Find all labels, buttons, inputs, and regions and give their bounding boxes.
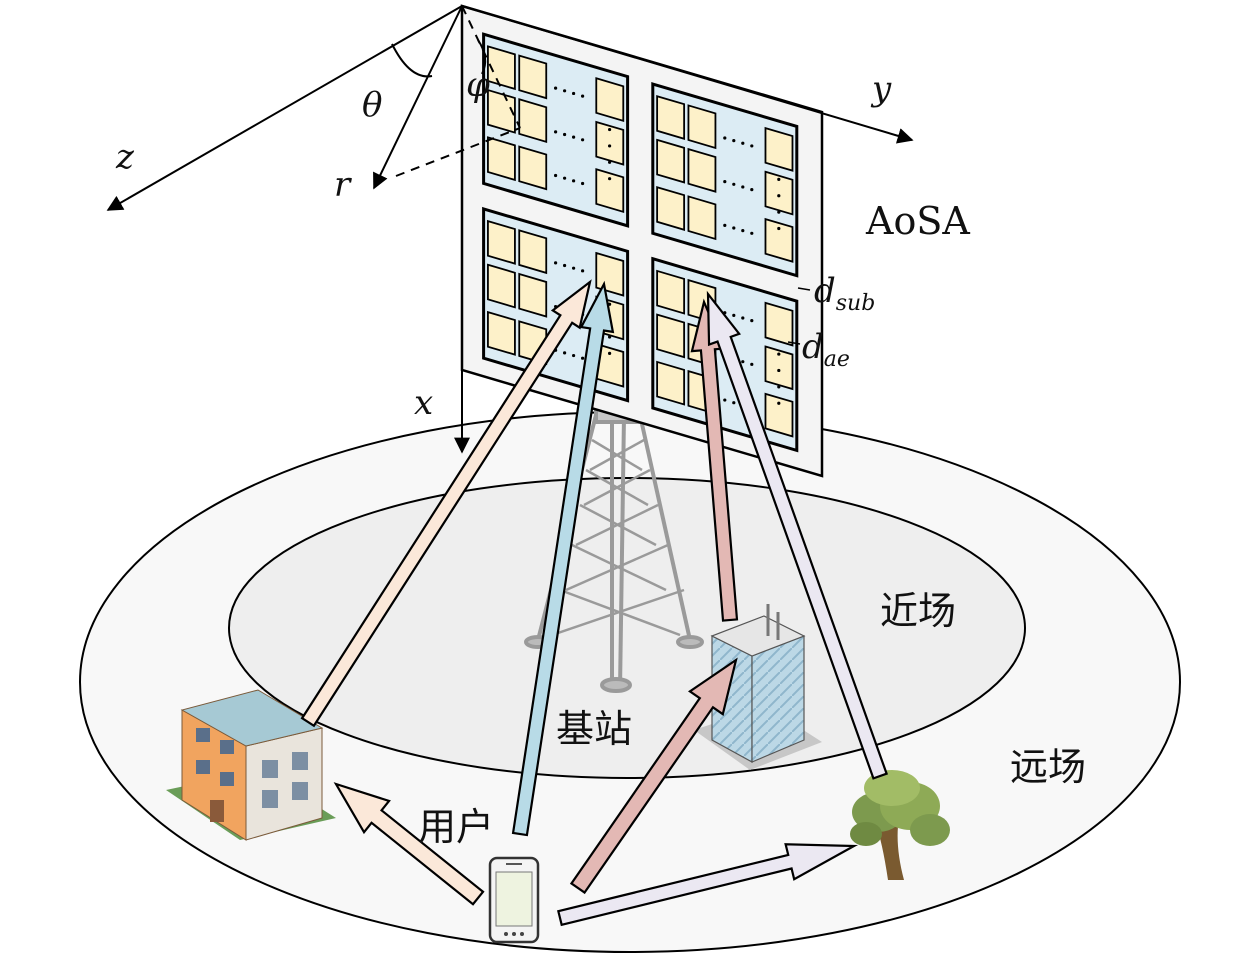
antenna-element — [764, 217, 794, 263]
subarray — [482, 206, 630, 403]
signal-paths — [300, 279, 888, 927]
antenna-element — [687, 147, 717, 193]
theta-label: θ — [362, 85, 382, 125]
tree-icon — [850, 770, 950, 880]
r-label: r — [334, 165, 352, 205]
antenna-element — [518, 54, 548, 100]
antenna-element — [656, 186, 686, 231]
antenna-element — [487, 88, 516, 134]
near-field-label: 近场 — [880, 589, 956, 633]
x-axis-label: x — [414, 383, 433, 423]
antenna-element — [487, 219, 516, 265]
signal-arrow — [300, 279, 592, 728]
antenna-element — [487, 310, 516, 356]
antenna-element — [656, 269, 686, 315]
subarray — [482, 32, 630, 228]
y-axis-label: y — [870, 69, 892, 109]
z-axis-label: z — [115, 137, 135, 177]
antenna-element — [595, 120, 625, 166]
antenna-element — [518, 98, 548, 144]
antenna-element — [595, 168, 625, 214]
signal-arrow — [333, 782, 485, 906]
d-ae-label: dae — [802, 327, 850, 372]
aosa-label: AoSA — [865, 199, 970, 243]
user-label: 用户 — [418, 805, 494, 849]
antenna-element — [656, 138, 686, 184]
phi-label: φ — [466, 65, 490, 105]
antenna-element — [518, 272, 548, 318]
signal-arrow — [706, 290, 888, 780]
antenna-element — [656, 360, 686, 406]
antenna-element — [687, 104, 717, 150]
antenna-element — [764, 345, 794, 391]
far-field-label: 远场 — [1010, 745, 1086, 789]
coordinate-axes — [106, 5, 914, 454]
antenna-element — [764, 301, 794, 347]
antenna-element — [518, 229, 548, 275]
antenna-element — [764, 126, 794, 172]
smartphone-icon — [488, 856, 540, 944]
subarray — [651, 82, 799, 278]
signal-arrow — [690, 298, 739, 622]
r-vector — [373, 5, 463, 190]
signal-arrow — [511, 280, 615, 837]
antenna-element — [687, 195, 717, 241]
antenna-element — [595, 77, 625, 123]
house-icon — [166, 689, 336, 841]
r-projection — [395, 127, 521, 177]
near-field-region — [228, 477, 1026, 779]
antenna-element — [487, 136, 516, 182]
antenna-element — [656, 313, 686, 359]
antenna-element — [764, 170, 794, 216]
base-station-label: 基站 — [556, 707, 632, 751]
antenna-element — [487, 45, 516, 91]
signal-arrow — [557, 843, 859, 927]
phi-guide — [461, 5, 521, 129]
signal-arrow — [569, 657, 738, 895]
theta-arc — [391, 43, 433, 78]
antenna-element — [487, 263, 516, 309]
antenna-element — [518, 145, 548, 191]
d-sub-label: dsub — [814, 271, 875, 316]
antenna-element — [764, 392, 794, 438]
antenna-element — [656, 95, 686, 140]
y-axis — [461, 5, 914, 144]
phi-arc — [477, 39, 487, 75]
z-axis — [106, 5, 463, 211]
office-building-icon — [694, 604, 822, 770]
